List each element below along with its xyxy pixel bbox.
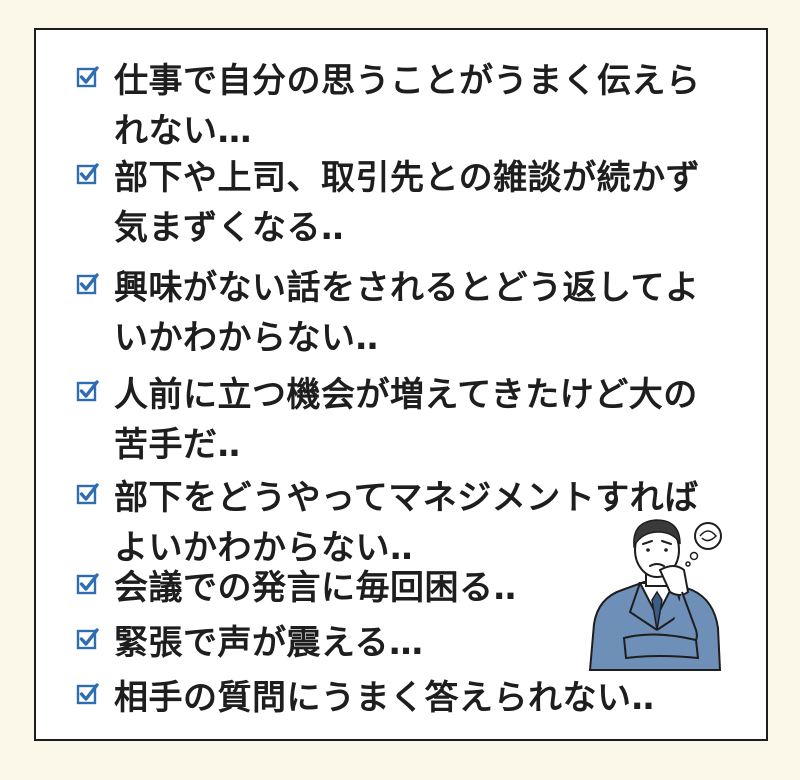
checklist-item-text: 会議での発言に毎回困る‥ bbox=[114, 568, 517, 608]
checklist-item: 部下や上司、取引先との雑談が続かず気まずくなる‥ bbox=[76, 153, 716, 253]
checklist-panel: 仕事で自分の思うことがうまく伝えられない… 部下や上司、取引先との雑談が続かず気… bbox=[34, 28, 768, 741]
checklist-item: 相手の質問にうまく答えられない‥ bbox=[76, 673, 716, 723]
checkbox-checked-icon bbox=[76, 627, 100, 651]
checklist-item: 人前に立つ機会が増えてきたけど大の苦手だ‥ bbox=[76, 370, 716, 470]
checklist-item-text: 緊張で声が震える… bbox=[114, 623, 424, 663]
checklist-item-text: 興味がない話をされるとどう返してよいかわからない‥ bbox=[114, 268, 700, 358]
checkbox-checked-icon bbox=[76, 272, 100, 296]
checklist-item-text: 相手の質問にうまく答えられない‥ bbox=[114, 678, 655, 718]
checklist-item: 会議での発言に毎回困る‥ bbox=[76, 563, 716, 613]
checklist-item: 仕事で自分の思うことがうまく伝えられない… bbox=[76, 56, 716, 156]
checklist-item-text: 人前に立つ機会が増えてきたけど大の苦手だ‥ bbox=[114, 375, 698, 465]
checklist-item-text: 仕事で自分の思うことがうまく伝えられない… bbox=[114, 61, 701, 151]
checklist-item: 部下をどうやってマネジメントすればよいかわからない‥ bbox=[76, 473, 726, 573]
checkbox-checked-icon bbox=[76, 682, 100, 706]
checkbox-checked-icon bbox=[76, 65, 100, 89]
checklist-item: 緊張で声が震える… bbox=[76, 618, 716, 668]
checklist-item-text: 部下をどうやってマネジメントすればよいかわからない‥ bbox=[114, 478, 699, 568]
checkbox-checked-icon bbox=[76, 379, 100, 403]
checklist-item: 興味がない話をされるとどう返してよいかわからない‥ bbox=[76, 263, 716, 363]
checkbox-checked-icon bbox=[76, 572, 100, 596]
checklist-item-text: 部下や上司、取引先との雑談が続かず気まずくなる‥ bbox=[114, 158, 701, 248]
checkbox-checked-icon bbox=[76, 482, 100, 506]
worried-businessman-illustration bbox=[584, 512, 734, 672]
checkbox-checked-icon bbox=[76, 162, 100, 186]
